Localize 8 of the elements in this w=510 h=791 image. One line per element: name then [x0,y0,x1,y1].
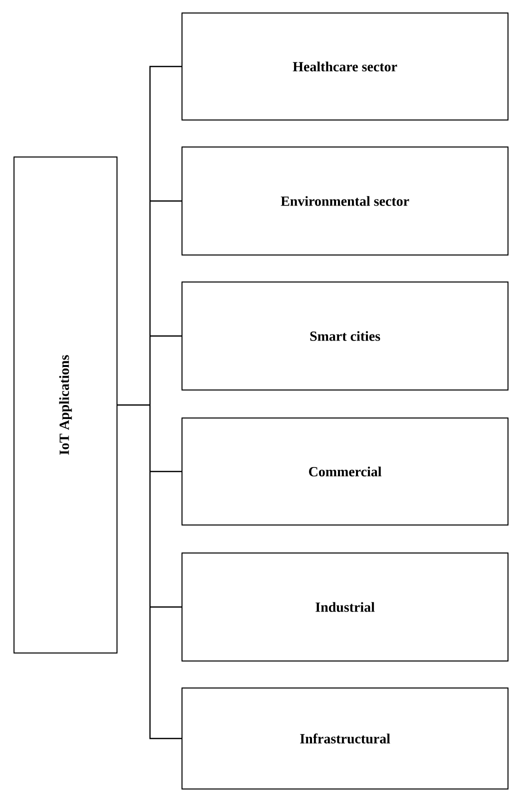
category-box: Smart cities [182,282,508,390]
category-box: Industrial [182,552,508,662]
connector-tree [116,66,182,740]
category-box: Commercial [182,418,508,526]
category-box: Infrastructural [182,688,508,790]
category-box: Healthcare sector [182,12,508,120]
root-box: IoT Applications [14,156,118,654]
category-box: Environmental sector [182,146,508,256]
